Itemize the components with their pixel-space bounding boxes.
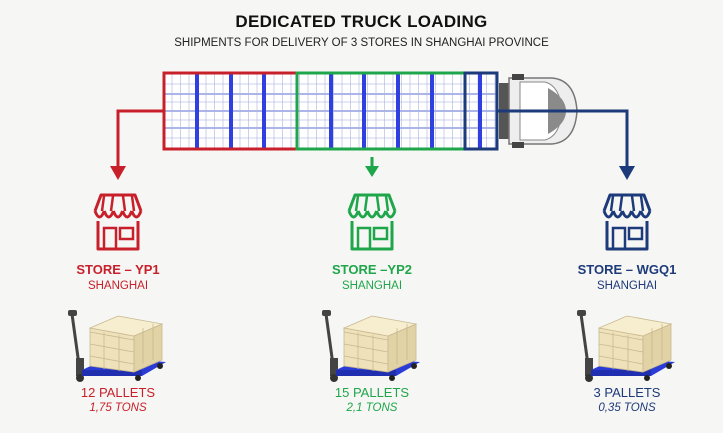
arrow-to-yp1 (110, 109, 164, 180)
store-city-wgq1: SHANGHAI (596, 280, 658, 292)
pallet-count-yp1: 12 PALLETS (80, 385, 156, 400)
store-icon (602, 193, 652, 251)
arrow-down-icon (619, 166, 635, 180)
store-icon (93, 193, 143, 251)
pallet-jack-icon (68, 310, 166, 382)
store-name-wgq1: STORE – WGQ1 (577, 262, 677, 277)
truck-trailer (162, 71, 500, 151)
arrow-down-icon (110, 166, 126, 180)
store-icon (347, 193, 397, 251)
diagram-subtitle: SHIPMENTS FOR DELIVERY OF 3 STORES IN SH… (174, 37, 549, 49)
pallet-jack-icon (322, 310, 420, 382)
store-name-yp1: STORE – YP1 (76, 262, 160, 277)
arrow-down-icon (365, 166, 379, 177)
diagram-title: DEDICATED TRUCK LOADING (235, 12, 488, 31)
arrow-to-yp2 (365, 157, 379, 177)
tonnage-yp2: 2,1 TONS (346, 402, 398, 414)
store-name-yp2: STORE –YP2 (332, 262, 412, 277)
store-city-yp2: SHANGHAI (341, 280, 403, 292)
tonnage-yp1: 1,75 TONS (89, 402, 147, 414)
tonnage-wgq1: 0,35 TONS (598, 402, 656, 414)
pallet-count-wgq1: 3 PALLETS (593, 385, 661, 400)
pallet-count-yp2: 15 PALLETS (334, 385, 410, 400)
arrow-to-wgq1 (497, 109, 635, 180)
store-city-yp1: SHANGHAI (87, 280, 149, 292)
pallet-jack-icon (577, 310, 675, 382)
